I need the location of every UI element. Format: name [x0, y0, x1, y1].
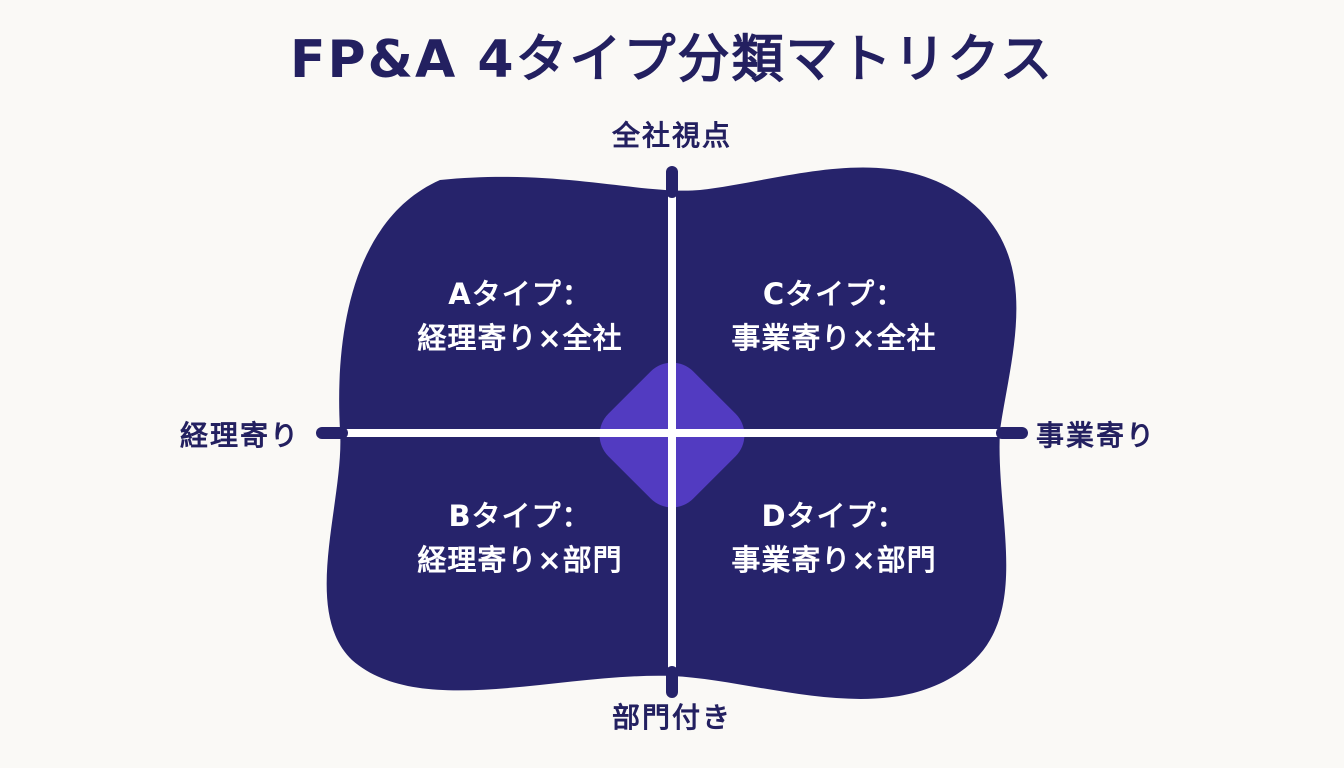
quadrant-b-type: Bタイプ： — [448, 499, 592, 533]
quadrant-c-type: Cタイプ： — [762, 277, 906, 311]
axis-label-bottom: 部門付き — [611, 701, 732, 734]
quadrant-c-desc: 事業寄り×全社 — [731, 321, 937, 355]
quadrant-d: Dタイプ： 事業寄り×部門 — [684, 494, 984, 582]
quadrant-d-desc: 事業寄り×部門 — [731, 543, 937, 577]
quadrant-c: Cタイプ： 事業寄り×全社 — [684, 272, 984, 360]
quadrant-a-desc: 経理寄り×全社 — [417, 321, 623, 355]
axis-label-top: 全社視点 — [611, 119, 732, 152]
quadrant-a-type: Aタイプ： — [448, 277, 592, 311]
axis-label-right: 事業寄り — [1036, 419, 1157, 452]
axis-label-left: 経理寄り — [179, 419, 300, 452]
quadrant-a: Aタイプ： 経理寄り×全社 — [370, 272, 670, 360]
quadrant-b: Bタイプ： 経理寄り×部門 — [370, 494, 670, 582]
page-title: FP&A 4タイプ分類マトリクス — [290, 30, 1054, 90]
quadrant-d-type: Dタイプ： — [761, 499, 907, 533]
quadrant-b-desc: 経理寄り×部門 — [417, 543, 623, 577]
